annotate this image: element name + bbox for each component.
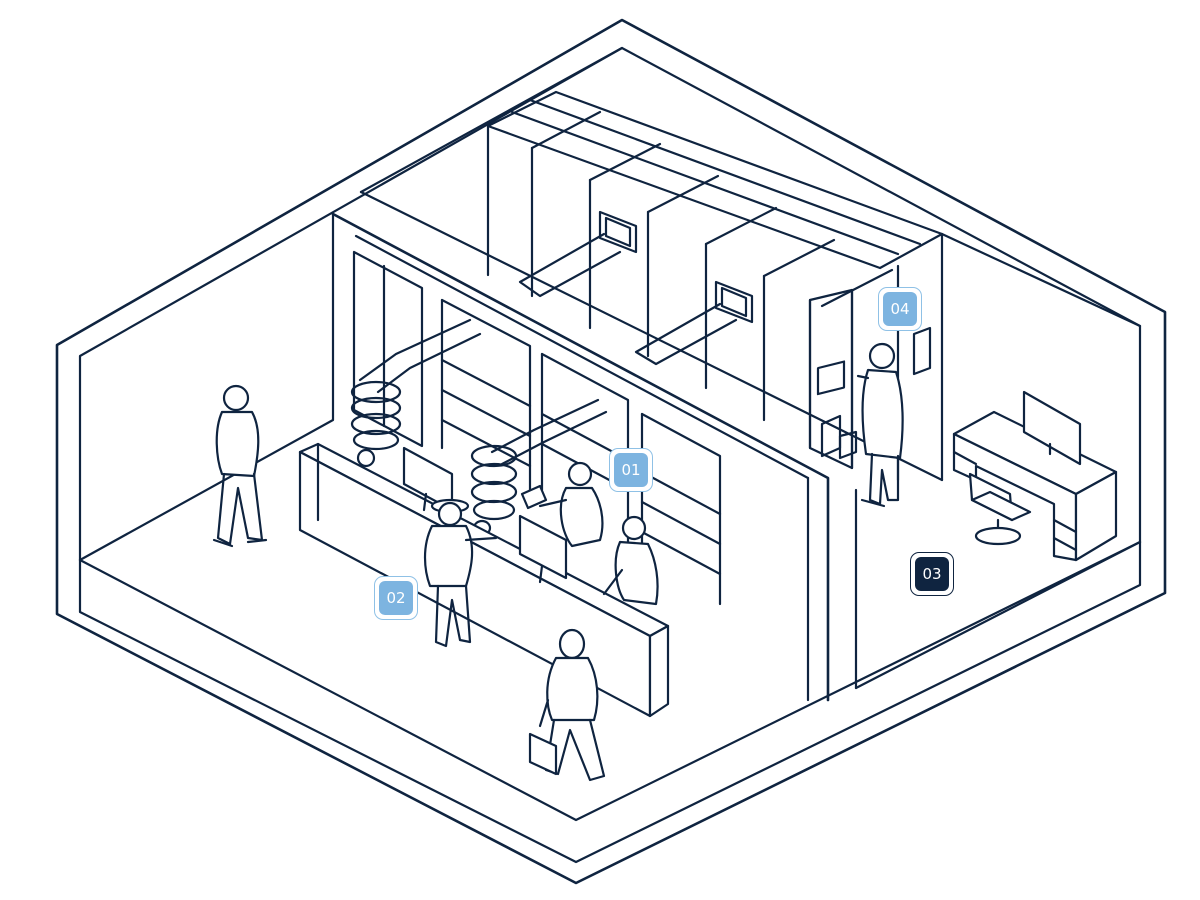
marker-04[interactable]: 04 — [878, 287, 922, 331]
spiral-chutes — [350, 380, 518, 537]
interior-wall — [331, 212, 1142, 702]
desk-monitor — [1022, 390, 1082, 466]
wall-vents — [598, 210, 754, 324]
marker-02-label: 02 — [379, 581, 413, 615]
marker-01[interactable]: 01 — [609, 448, 653, 492]
marker-04-label: 04 — [883, 292, 917, 326]
person-staff-back — [520, 461, 604, 548]
archive-roof — [359, 46, 1142, 482]
counter-monitors — [402, 446, 568, 584]
person-standing-left — [212, 384, 268, 548]
marker-03-label: 03 — [915, 557, 949, 591]
person-with-bag — [528, 628, 606, 782]
compact-shelving — [486, 90, 944, 482]
person-staff-front — [602, 515, 659, 606]
person-customer-hat — [423, 498, 498, 648]
office-chair — [968, 472, 1032, 546]
workstation-desk — [952, 410, 1118, 562]
marker-01-label: 01 — [614, 453, 648, 487]
person-archivist — [856, 342, 904, 508]
marker-02[interactable]: 02 — [374, 576, 418, 620]
marker-03[interactable]: 03 — [910, 552, 954, 596]
